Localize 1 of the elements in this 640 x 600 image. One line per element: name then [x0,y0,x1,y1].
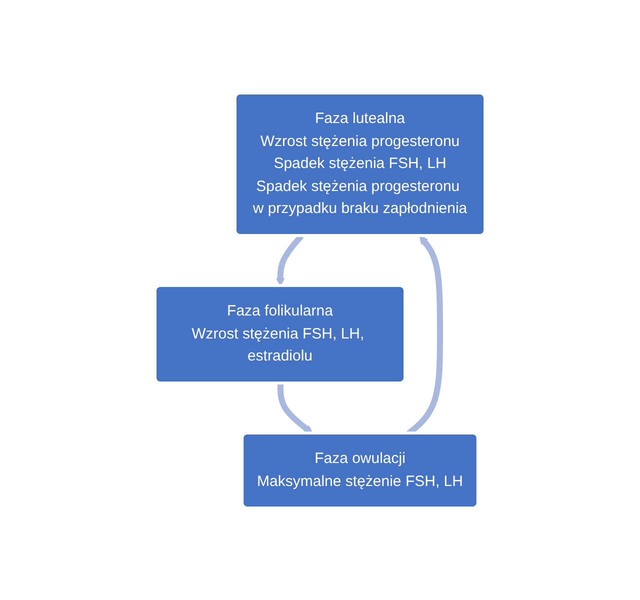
arrow [277,382,313,434]
